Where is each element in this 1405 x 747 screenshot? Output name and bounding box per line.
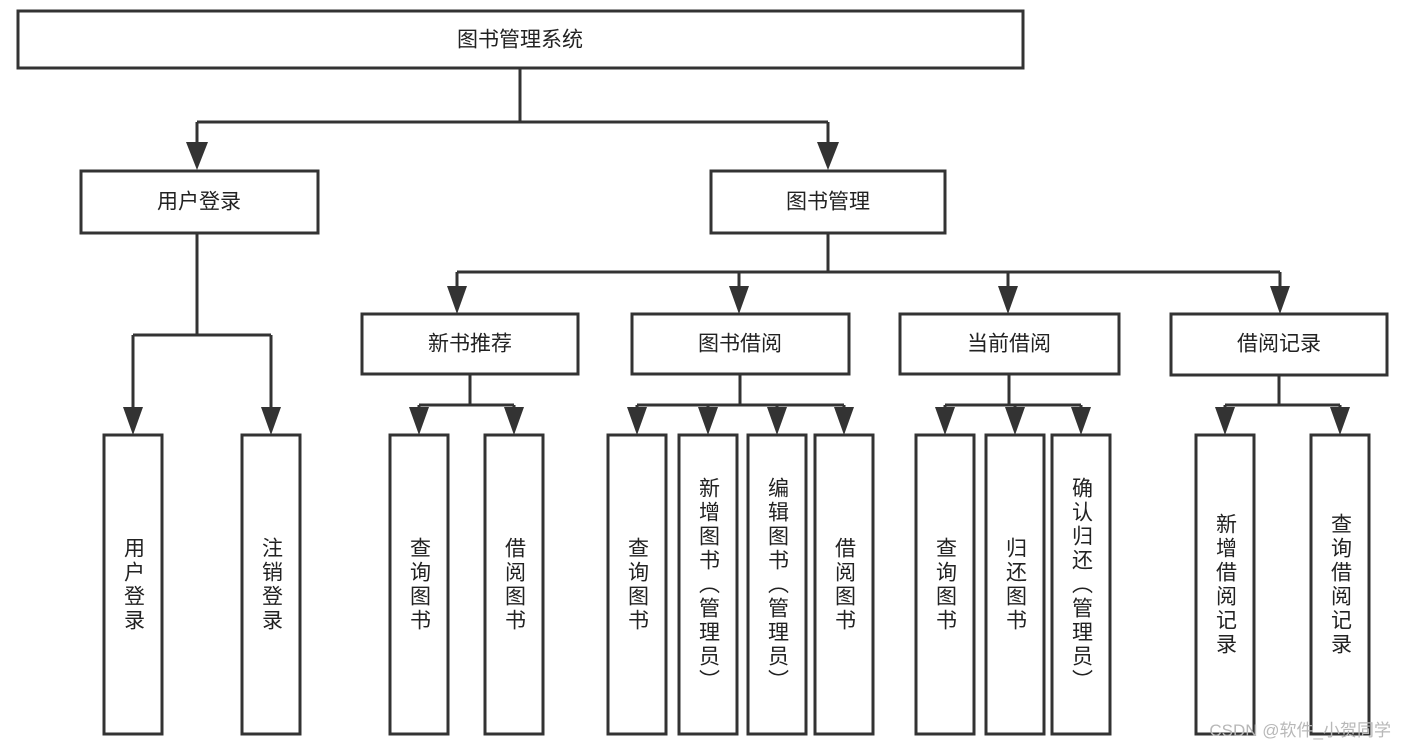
arrowhead-current-borrow	[998, 286, 1018, 314]
node-user-login-label: 用户登录	[157, 191, 241, 214]
node-borrow-record[interactable]: 借阅记录	[1169, 312, 1389, 377]
leaf-query-book-3-box[interactable]	[914, 433, 976, 736]
arrowhead-leaf-add-book	[698, 407, 718, 435]
leaf-add-book-label: 新增图书（管理员）	[697, 477, 721, 693]
leaf-borrow-book-1-label: 借阅图书	[503, 537, 527, 633]
arrowhead-leaf-borrow-book-2	[834, 407, 854, 435]
arrowhead-leaf-edit-book	[767, 407, 787, 435]
node-user-login-box[interactable]	[79, 169, 320, 235]
leaf-borrow-book-2[interactable]: 借阅图书	[813, 433, 875, 736]
node-new-book-recommend-box[interactable]	[360, 312, 580, 376]
leaf-add-record-label: 新增借阅记录	[1214, 513, 1238, 657]
arrowhead-leaf-user-login	[123, 407, 143, 435]
leaf-confirm-return[interactable]: 确认归还（管理员）	[1050, 433, 1112, 736]
leaf-query-book-2-box[interactable]	[606, 433, 668, 736]
node-book-management-box[interactable]	[709, 169, 947, 235]
leaf-query-book-1[interactable]: 查询图书	[388, 433, 450, 736]
arrowhead-leaf-query-book-3	[935, 407, 955, 435]
leaf-confirm-return-label: 确认归还（管理员）	[1070, 477, 1094, 693]
leaf-query-book-1-box[interactable]	[388, 433, 450, 736]
leaf-borrow-book-1-box[interactable]	[483, 433, 545, 736]
leaf-logout-login[interactable]: 注销登录	[240, 433, 302, 736]
leaf-query-book-2-label: 查询图书	[626, 537, 650, 633]
arrowhead-user-login	[186, 142, 208, 170]
node-user-login[interactable]: 用户登录	[79, 169, 320, 235]
leaf-query-record[interactable]: 查询借阅记录	[1309, 433, 1371, 736]
arrowhead-book-management	[817, 142, 839, 170]
node-borrow-record-label: 借阅记录	[1237, 333, 1321, 356]
leaf-borrow-book-2-box[interactable]	[813, 433, 875, 736]
arrowhead-leaf-add-record	[1215, 407, 1235, 435]
node-root[interactable]: 图书管理系统	[16, 9, 1025, 70]
csdn-watermark: CSDN @软件_小贺同学	[1209, 721, 1391, 740]
leaf-user-login-box[interactable]	[102, 433, 164, 736]
leaf-logout-login-box[interactable]	[240, 433, 302, 736]
node-book-borrow-box[interactable]	[630, 312, 851, 376]
node-book-borrow[interactable]: 图书借阅	[630, 312, 851, 376]
leaf-add-book[interactable]: 新增图书（管理员）	[677, 433, 739, 736]
node-root-box[interactable]	[16, 9, 1025, 70]
leaf-add-record[interactable]: 新增借阅记录	[1194, 433, 1256, 736]
node-book-management-label: 图书管理	[786, 191, 870, 214]
arrowhead-leaf-logout-login	[261, 407, 281, 435]
node-current-borrow-box[interactable]	[898, 312, 1121, 376]
arrowhead-leaf-return-book	[1005, 407, 1025, 435]
leaf-edit-book[interactable]: 编辑图书（管理员）	[746, 433, 808, 736]
leaf-add-book-box[interactable]	[677, 433, 739, 736]
leaf-edit-book-label: 编辑图书（管理员）	[766, 477, 790, 693]
connector-layer	[123, 68, 1350, 435]
leaf-add-record-box[interactable]	[1194, 433, 1256, 736]
node-root-label: 图书管理系统	[457, 29, 583, 52]
node-book-borrow-label: 图书借阅	[698, 333, 782, 356]
node-new-book-recommend-label: 新书推荐	[428, 333, 512, 356]
arrowhead-leaf-query-book-1	[409, 407, 429, 435]
leaf-edit-book-box[interactable]	[746, 433, 808, 736]
leaf-confirm-return-box[interactable]	[1050, 433, 1112, 736]
leaf-return-book-box[interactable]	[984, 433, 1046, 736]
leaf-return-book-label: 归还图书	[1004, 537, 1028, 633]
leaf-user-login-label: 用户登录	[122, 537, 146, 633]
arrowhead-leaf-query-record	[1330, 407, 1350, 435]
leaf-query-book-3[interactable]: 查询图书	[914, 433, 976, 736]
node-current-borrow-label: 当前借阅	[967, 333, 1051, 356]
node-new-book-recommend[interactable]: 新书推荐	[360, 312, 580, 376]
node-current-borrow[interactable]: 当前借阅	[898, 312, 1121, 376]
leaf-logout-login-label: 注销登录	[260, 537, 284, 633]
leaf-borrow-book-2-label: 借阅图书	[833, 537, 857, 633]
leaf-query-book-2[interactable]: 查询图书	[606, 433, 668, 736]
arrowhead-borrow-record	[1270, 286, 1290, 314]
node-book-management[interactable]: 图书管理	[709, 169, 947, 235]
arrowhead-leaf-borrow-book-1	[504, 407, 524, 435]
leaf-query-book-3-label: 查询图书	[934, 537, 958, 633]
leaf-return-book[interactable]: 归还图书	[984, 433, 1046, 736]
leaf-query-record-box[interactable]	[1309, 433, 1371, 736]
node-borrow-record-box[interactable]	[1169, 312, 1389, 377]
arrowhead-book-borrow	[729, 286, 749, 314]
arrowhead-new-book-recommend	[447, 286, 467, 314]
arrowhead-leaf-query-book-2	[627, 407, 647, 435]
arrowhead-leaf-confirm-return	[1071, 407, 1091, 435]
leaf-query-record-label: 查询借阅记录	[1329, 513, 1353, 657]
leaf-query-book-1-label: 查询图书	[408, 537, 432, 633]
leaf-borrow-book-1[interactable]: 借阅图书	[483, 433, 545, 736]
leaf-user-login[interactable]: 用户登录	[102, 433, 164, 736]
